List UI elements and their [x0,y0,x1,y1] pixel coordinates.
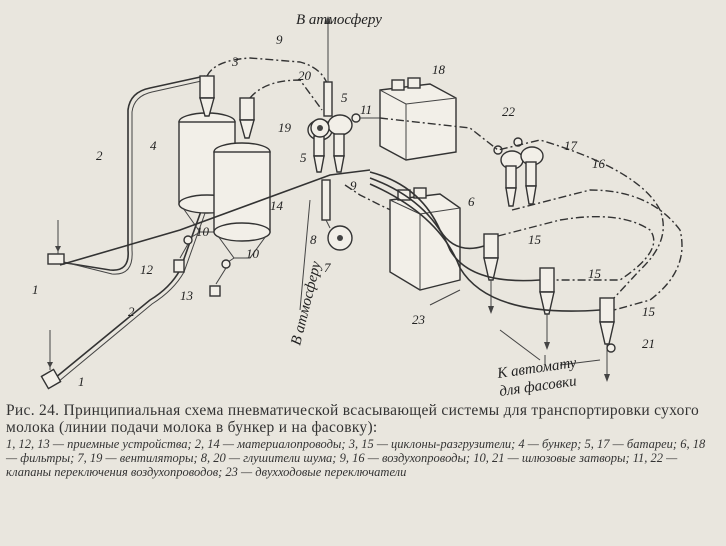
label-15b: 15 [588,266,602,281]
bunker-4b [213,142,271,259]
label-9a: 9 [276,32,283,47]
caption-title: Рис. 24. Принципиальная схема пневматиче… [6,402,700,436]
valve-11 [351,113,380,123]
label-17: 17 [564,138,578,153]
label-15a: 15 [528,232,542,247]
label-23: 23 [412,312,426,327]
label-7: 7 [324,260,331,275]
cyclone-3b [239,97,255,139]
sluice-gate-10b [215,257,235,285]
label-19: 19 [278,120,292,135]
receiving-device-1a [47,220,65,265]
label-18: 18 [432,62,446,77]
material-pipeline-2 [59,75,206,271]
label-10b: 10 [246,246,260,261]
fan-19 [310,118,330,138]
cyclone-15c [599,297,615,382]
label-2a: 2 [96,148,103,163]
label-2b: 2 [128,304,135,319]
label-1a: 1 [32,282,39,297]
cyclone-15a [483,233,499,314]
label-4: 4 [150,138,157,153]
label-9b: 9 [350,178,357,193]
label-15c: 15 [642,304,656,319]
cyclone-3a [199,75,215,117]
label-8: 8 [310,232,317,247]
label-16: 16 [592,156,606,171]
receiver-12 [173,259,185,273]
label-6: 6 [468,194,475,209]
air-pipeline-9 [206,57,333,121]
label-12: 12 [140,262,154,277]
label-14: 14 [270,198,284,213]
label-3: 3 [231,54,239,69]
label-20: 20 [298,68,312,83]
label-21: 21 [642,336,655,351]
label-atmosphere-top: В атмосферу [296,12,382,28]
label-10a: 10 [196,224,210,239]
sluice-gate-21 [606,343,616,353]
filter-6 [389,187,461,291]
label-13: 13 [180,288,194,303]
silencer-8 [321,179,331,229]
label-1b: 1 [78,374,85,389]
label-5b: 5 [300,150,307,165]
pneumatic-system-diagram: В атмосферу В атмосферу К автомату для ф… [32,12,683,400]
caption-legend: 1, 12, 13 — приемные устройства; 2, 14 —… [6,437,706,479]
label-11: 11 [360,102,372,117]
sluice-gate-10a [179,231,201,259]
figure-caption: Рис. 24. Принципиальная схема пневматиче… [6,402,718,479]
receiving-device-1b [40,330,62,390]
material-pipeline-14 [59,169,371,266]
label-5a: 5 [341,90,348,105]
valves-22 [493,137,523,155]
battery-17 [500,146,544,207]
label-22: 22 [502,104,516,119]
silencer-20 [323,16,333,117]
fan-7 [327,225,353,251]
label-atmosphere-side: В атмосферу [288,259,324,347]
air-pipeline-16 [379,117,664,299]
receiver-13 [209,285,221,297]
